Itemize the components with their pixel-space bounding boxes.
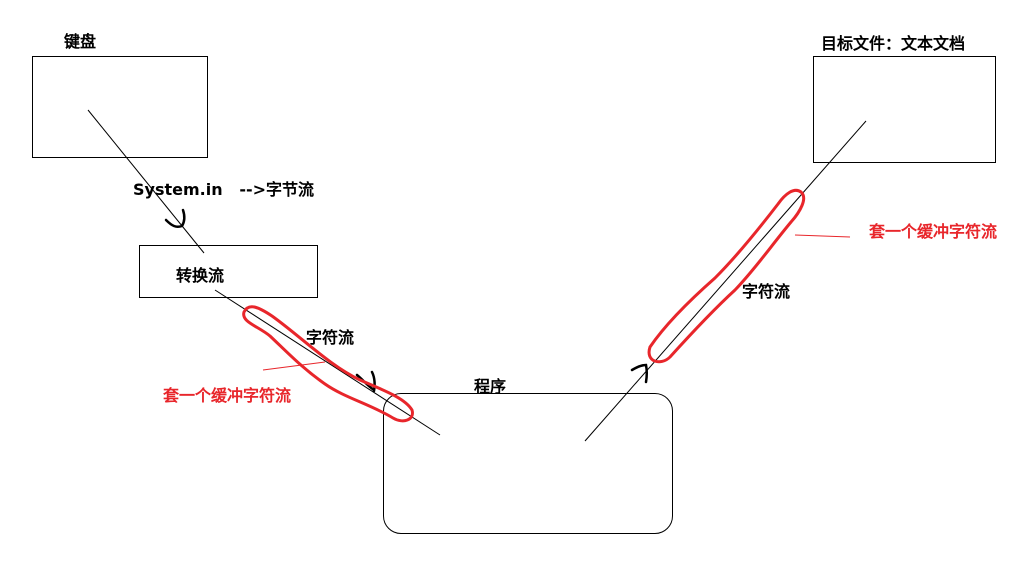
arrowhead-down-icon (164, 208, 186, 228)
buffer-right-label: 套一个缓冲字符流 (869, 222, 998, 241)
program-box (383, 393, 673, 534)
buffer-loop-left (242, 305, 414, 423)
buffer-pointer-left (262, 361, 326, 371)
program-label: 程序 (474, 377, 507, 396)
program-to-target-line (584, 120, 867, 442)
buffer-loop-right (647, 188, 806, 364)
keyboard-to-converter-line (87, 109, 205, 254)
buffer-pointer-right (794, 234, 851, 238)
char-stream-right-label: 字符流 (742, 282, 791, 301)
buffer-left-label: 套一个缓冲字符流 (163, 386, 292, 405)
keyboard-label: 键盘 (64, 32, 97, 51)
system-in-label: System.in -->字节流 (133, 180, 315, 199)
arrowhead-up-icon (630, 363, 648, 384)
converter-box (139, 245, 318, 298)
target-file-label: 目标文件：文本文档 (821, 34, 966, 53)
char-stream-left-label: 字符流 (306, 328, 355, 347)
converter-to-program-line (214, 289, 441, 436)
keyboard-box (32, 56, 208, 158)
target-file-box (813, 56, 996, 163)
converter-label: 转换流 (176, 266, 225, 285)
